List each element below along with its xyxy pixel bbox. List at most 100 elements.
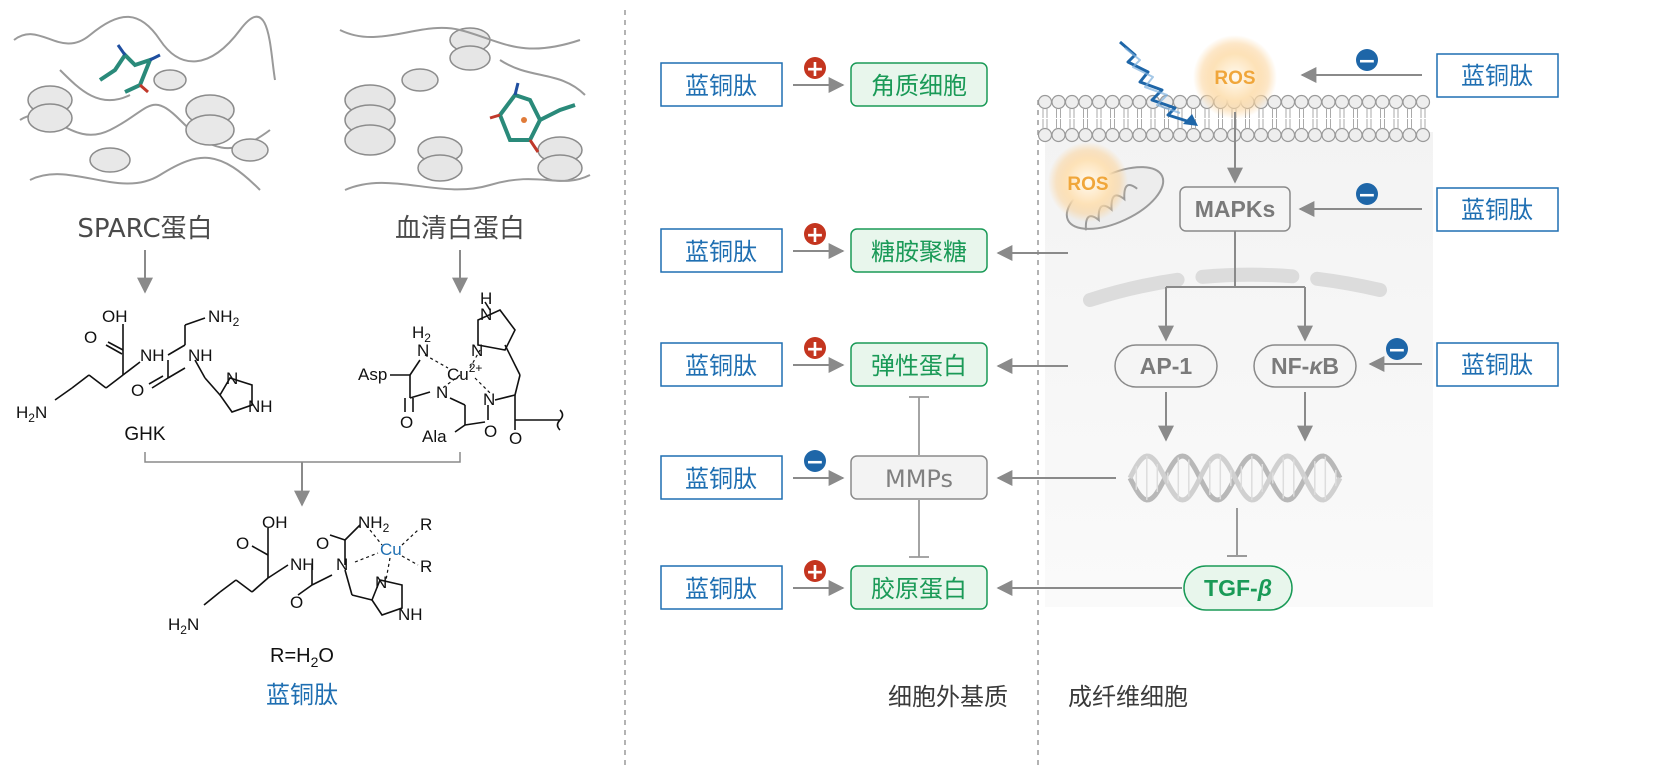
ghk-label: GHK	[124, 424, 166, 445]
svg-text:OH: OH	[102, 307, 128, 326]
effect-sign: +	[806, 337, 824, 362]
svg-text:N: N	[417, 341, 429, 360]
plus-sign-icon	[804, 223, 826, 245]
svg-text:O: O	[509, 429, 522, 448]
peptide-label: 蓝铜肽	[1461, 196, 1533, 224]
mapks-label: MAPKs	[1195, 196, 1276, 222]
peptide-label: 蓝铜肽	[685, 352, 757, 380]
effect-sign: −	[1358, 183, 1376, 208]
ros-glow-mitochondria	[1048, 142, 1128, 222]
peptide-box	[1436, 342, 1559, 387]
dna-helix	[1127, 453, 1343, 503]
peptide-target-row-elastin: 蓝铜肽 + 弹性蛋白	[660, 337, 988, 387]
svg-text:N: N	[471, 341, 483, 360]
plus-sign-icon	[804, 560, 826, 582]
svg-text:OH: OH	[262, 513, 288, 532]
effect-sign: +	[806, 57, 824, 82]
minus-sign-icon	[804, 450, 826, 472]
svg-text:H2N: H2N	[168, 615, 199, 637]
svg-text:O: O	[484, 422, 497, 441]
svg-text:R: R	[420, 515, 432, 534]
mmps-inhibition-lines	[909, 396, 929, 558]
target-box-elastin	[850, 342, 988, 387]
svg-text:O: O	[316, 534, 329, 553]
svg-text:H2N: H2N	[16, 403, 47, 425]
ap1-label: AP-1	[1140, 353, 1193, 379]
product-label: 蓝铜肽	[266, 681, 338, 709]
peptide-box	[660, 455, 783, 500]
peptide-box	[660, 228, 783, 273]
protein1-label: SPARC蛋白	[77, 214, 212, 244]
peptide-box	[660, 565, 783, 610]
peptide-target-row-mmps: 蓝铜肽 − MMPs	[660, 450, 988, 500]
minus-sign-icon	[1386, 338, 1408, 360]
svg-text:NH2: NH2	[358, 513, 390, 535]
target-box-collagen	[850, 565, 988, 610]
peptide-label: 蓝铜肽	[685, 238, 757, 266]
target-label-elastin: 弹性蛋白	[871, 352, 967, 380]
protein2-label: 血清白蛋白	[395, 214, 525, 244]
svg-text:H: H	[480, 289, 492, 308]
ap1-node	[1114, 344, 1218, 388]
peptide-target-row-gag: 蓝铜肽 + 糖胺聚糖	[660, 223, 988, 273]
svg-text:N: N	[436, 383, 448, 402]
peptide-label: 蓝铜肽	[685, 575, 757, 603]
tgf-beta-node	[1183, 565, 1293, 611]
effect-sign: −	[806, 450, 824, 475]
target-box-keratinocyte	[850, 62, 988, 107]
svg-text:NH2: NH2	[208, 307, 240, 329]
svg-text:Cu: Cu	[380, 540, 402, 559]
sparc-protein-illustration	[13, 15, 276, 191]
peptide-box	[1436, 53, 1559, 98]
uv-light-wave	[1119, 40, 1198, 126]
minus-sign-icon	[1356, 183, 1378, 205]
effect-sign: +	[806, 560, 824, 585]
target-label-keratinocyte: 角质细胞	[871, 72, 967, 100]
merge-bracket	[144, 452, 461, 507]
svg-text:NH: NH	[140, 346, 165, 365]
ligand-formula: R=H2O	[270, 645, 334, 670]
svg-text:NH: NH	[290, 555, 315, 574]
ros-glow-membrane	[1193, 35, 1277, 119]
svg-text:O: O	[400, 413, 413, 432]
target-label-mmps: MMPs	[885, 465, 953, 493]
svg-text:O: O	[290, 593, 303, 612]
svg-text:N: N	[375, 573, 387, 592]
peptide-label: 蓝铜肽	[1461, 351, 1533, 379]
peptide-label: 蓝铜肽	[1461, 62, 1533, 90]
peptide-target-row-keratinocyte: 蓝铜肽 + 角质细胞	[660, 57, 988, 107]
effect-sign: −	[1358, 49, 1376, 74]
ghk-structure: OH O NH NH NH2 O H2N N NH	[16, 307, 273, 425]
svg-text:N: N	[483, 390, 495, 409]
target-label-gag: 糖胺聚糖	[871, 238, 967, 266]
ros-label-mitochondria: ROS	[1067, 174, 1108, 195]
svg-text:O: O	[84, 328, 97, 347]
peptide-box	[660, 342, 783, 387]
plus-sign-icon	[804, 57, 826, 79]
svg-text:O: O	[131, 381, 144, 400]
svg-text:Ala: Ala	[422, 427, 447, 446]
nfkb-node	[1253, 344, 1357, 388]
albumin-protein-illustration	[335, 16, 591, 204]
svg-text:N: N	[480, 305, 492, 324]
inhibitor-row-nfkb: 蓝铜肽 −	[1368, 338, 1559, 387]
svg-text:NH: NH	[248, 397, 273, 416]
svg-text:R: R	[420, 557, 432, 576]
copper-peptide-structure: OH O NH O NH2 Cu R R N O H2N N NH	[168, 513, 432, 637]
target-box-mmps	[850, 455, 988, 500]
peptide-box	[660, 62, 783, 107]
effect-sign: −	[1388, 338, 1406, 363]
target-label-collagen: 胶原蛋白	[871, 575, 967, 603]
svg-text:H2: H2	[412, 323, 431, 345]
peptide-label: 蓝铜肽	[685, 465, 757, 493]
svg-text:NH: NH	[398, 605, 423, 624]
mapks-branch	[1158, 231, 1313, 342]
peptide-label: 蓝铜肽	[685, 72, 757, 100]
effect-sign: +	[806, 223, 824, 248]
peptide-box	[1436, 187, 1559, 232]
fibroblast-region-label: 成纤维细胞	[1068, 683, 1188, 711]
ecm-region-label: 细胞外基质	[888, 683, 1008, 711]
svg-text:N: N	[336, 555, 348, 574]
svg-text:Cu2+: Cu2+	[447, 361, 482, 384]
